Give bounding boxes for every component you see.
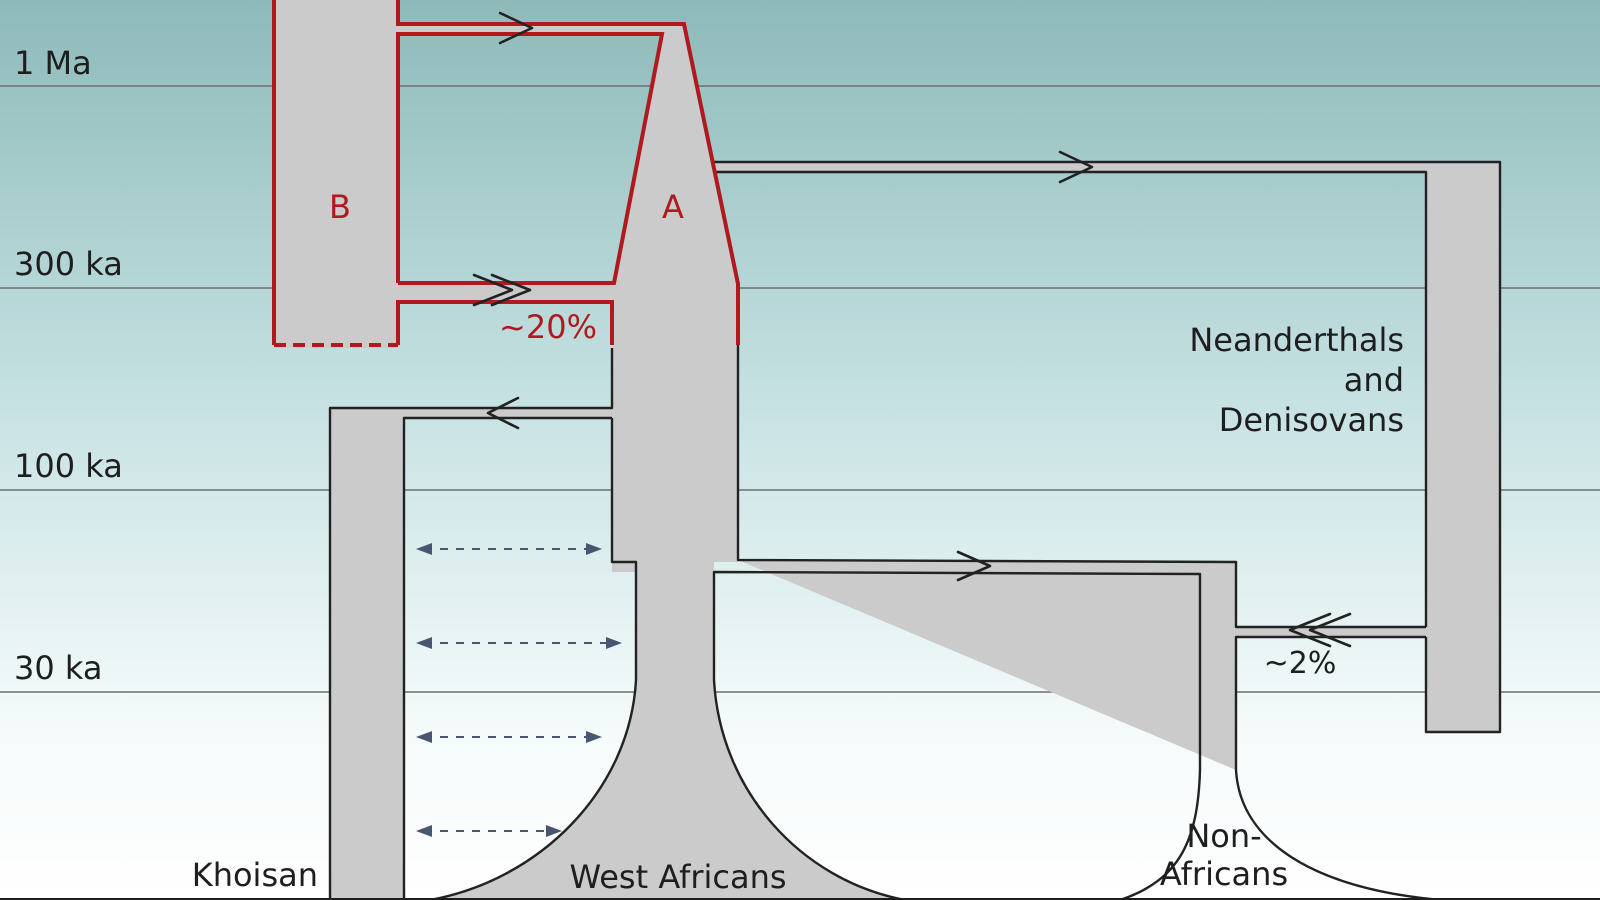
arrow-to-neanderthals <box>1058 150 1094 184</box>
gene-flow-4-right-head <box>546 825 562 837</box>
time-label-1ma: 1 Ma <box>14 44 92 82</box>
time-label-30ka: 30 ka <box>14 649 102 687</box>
gene-flow-1-right-head <box>586 543 602 555</box>
non-african-left-curve <box>712 570 1202 900</box>
khoisan-outer-outline <box>328 348 614 900</box>
arrow-to-non-africans <box>956 550 992 582</box>
population-a-west-africans <box>430 24 905 900</box>
arrow-b-to-a-lower-2 <box>490 273 532 307</box>
neanderthals-label-3: Denisovans <box>1219 401 1404 439</box>
neanderthals-label-2: and <box>1344 361 1404 399</box>
arrow-nd-admix-2 <box>1288 612 1332 648</box>
west-african-left-curve <box>429 418 638 900</box>
b-to-a-lower-outline <box>396 300 614 345</box>
top-band-b-to-a-fill <box>398 24 684 34</box>
non-africans-label-2: Africans <box>1160 855 1288 893</box>
population-a-label: A <box>662 188 684 226</box>
gene-flow-1-left-head <box>416 543 432 555</box>
time-grid <box>0 85 1600 693</box>
neanderthal-outline-outer <box>712 160 1502 734</box>
population-b-block <box>274 0 398 348</box>
khoisan-inner-outline <box>402 416 612 900</box>
west-africans-label: West Africans <box>569 858 786 896</box>
arrow-b-to-a-lower-1 <box>472 273 514 307</box>
admixture-b-percent: ~20% <box>499 308 597 346</box>
gene-flow-arrows <box>424 548 614 832</box>
gene-flow-2-right-head <box>606 637 622 649</box>
population-b-label: B <box>329 188 351 226</box>
arrow-b-to-a-top <box>498 11 534 45</box>
arrow-to-khoisan <box>486 396 520 430</box>
a-right-edge-and-top <box>396 0 740 345</box>
gene-flow-2-left-head <box>416 637 432 649</box>
time-label-300ka: 300 ka <box>14 245 123 283</box>
neanderthals-label-1: Neanderthals <box>1189 321 1404 359</box>
non-africans-label-1: Non- <box>1186 817 1261 855</box>
non-african-right-curve <box>1234 635 1441 900</box>
gene-flow-3-left-head <box>416 731 432 743</box>
time-label-100ka: 100 ka <box>14 447 123 485</box>
neanderthal-outline-inner <box>714 170 1428 627</box>
non-african-lineage <box>738 560 1426 770</box>
admixture-nd-percent: ~2% <box>1264 646 1337 681</box>
west-african-right-curve <box>712 679 906 900</box>
b-a-inner-outline <box>396 32 665 285</box>
khoisan-lineage <box>330 408 612 900</box>
khoisan-label: Khoisan <box>192 856 318 894</box>
gene-flow-4-left-head <box>416 825 432 837</box>
gene-flow-3-right-head <box>586 731 602 743</box>
arrow-nd-admix-1 <box>1308 612 1352 648</box>
